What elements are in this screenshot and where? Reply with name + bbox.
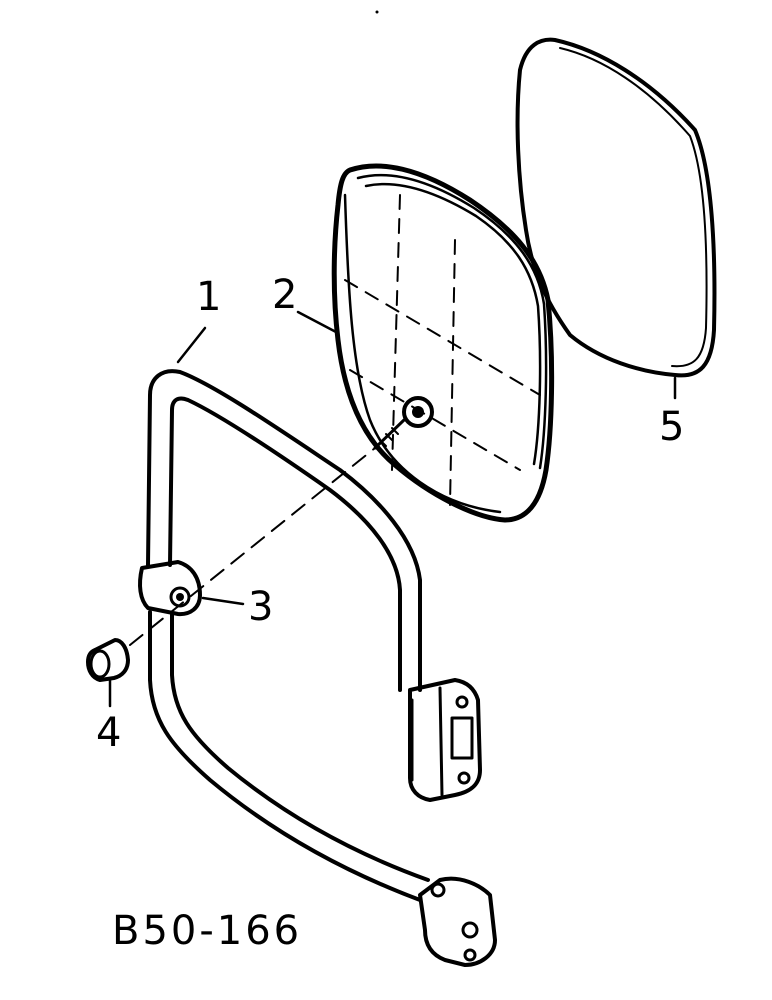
callout-3: 3 [248,584,273,630]
part-5-mirror-glass [515,37,717,378]
drawing-code: B50-166 [112,908,302,954]
leader-lines [108,310,677,708]
part-3-swivel-clamp [138,560,202,617]
callout-1: 1 [196,274,221,320]
callout-2: 2 [272,272,297,318]
callout-4: 4 [96,710,121,756]
part-4-cap-nut [86,638,130,682]
part-1-tubular-arm [146,369,497,967]
callout-5: 5 [659,404,684,450]
part-2-mirror-housing [331,163,555,523]
